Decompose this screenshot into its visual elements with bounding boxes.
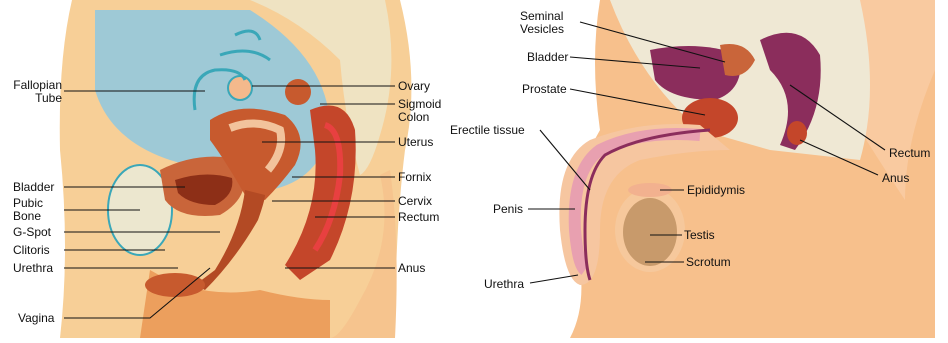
label-cervix: Cervix: [398, 195, 432, 208]
label-male-urethra: Urethra: [484, 278, 524, 291]
label-seminal-vesicles: Seminal Vesicles: [520, 10, 564, 36]
label-ovary: Ovary: [398, 80, 430, 93]
label-female-rectum: Rectum: [398, 211, 439, 224]
label-male-rectum: Rectum: [889, 147, 930, 160]
label-male-bladder: Bladder: [527, 51, 568, 64]
label-erectile-tissue: Erectile tissue: [450, 124, 525, 137]
testis-shape: [623, 198, 677, 266]
label-female-urethra: Urethra: [13, 262, 53, 275]
female-anatomy: [60, 0, 412, 338]
label-scrotum: Scrotum: [686, 256, 731, 269]
ovary-shape: [228, 76, 252, 100]
label-male-anus: Anus: [882, 172, 909, 185]
label-epididymis: Epididymis: [687, 184, 745, 197]
label-vagina: Vagina: [18, 312, 54, 325]
label-female-bladder: Bladder: [13, 181, 54, 194]
label-prostate: Prostate: [522, 83, 567, 96]
female-labia: [145, 273, 205, 297]
label-g-spot: G-Spot: [13, 226, 51, 239]
label-sigmoid-colon: Sigmoid Colon: [398, 98, 441, 124]
label-female-anus: Anus: [398, 262, 425, 275]
label-testis: Testis: [684, 229, 715, 242]
label-pubic-bone: Pubic Bone: [13, 197, 43, 223]
label-penis: Penis: [493, 203, 523, 216]
label-fornix: Fornix: [398, 171, 431, 184]
label-clitoris: Clitoris: [13, 244, 50, 257]
label-uterus: Uterus: [398, 136, 433, 149]
male-anatomy: [559, 0, 935, 338]
sigmoid-colon-shape: [285, 79, 311, 105]
label-fallopian-tube: Fallopian Tube: [4, 79, 62, 105]
